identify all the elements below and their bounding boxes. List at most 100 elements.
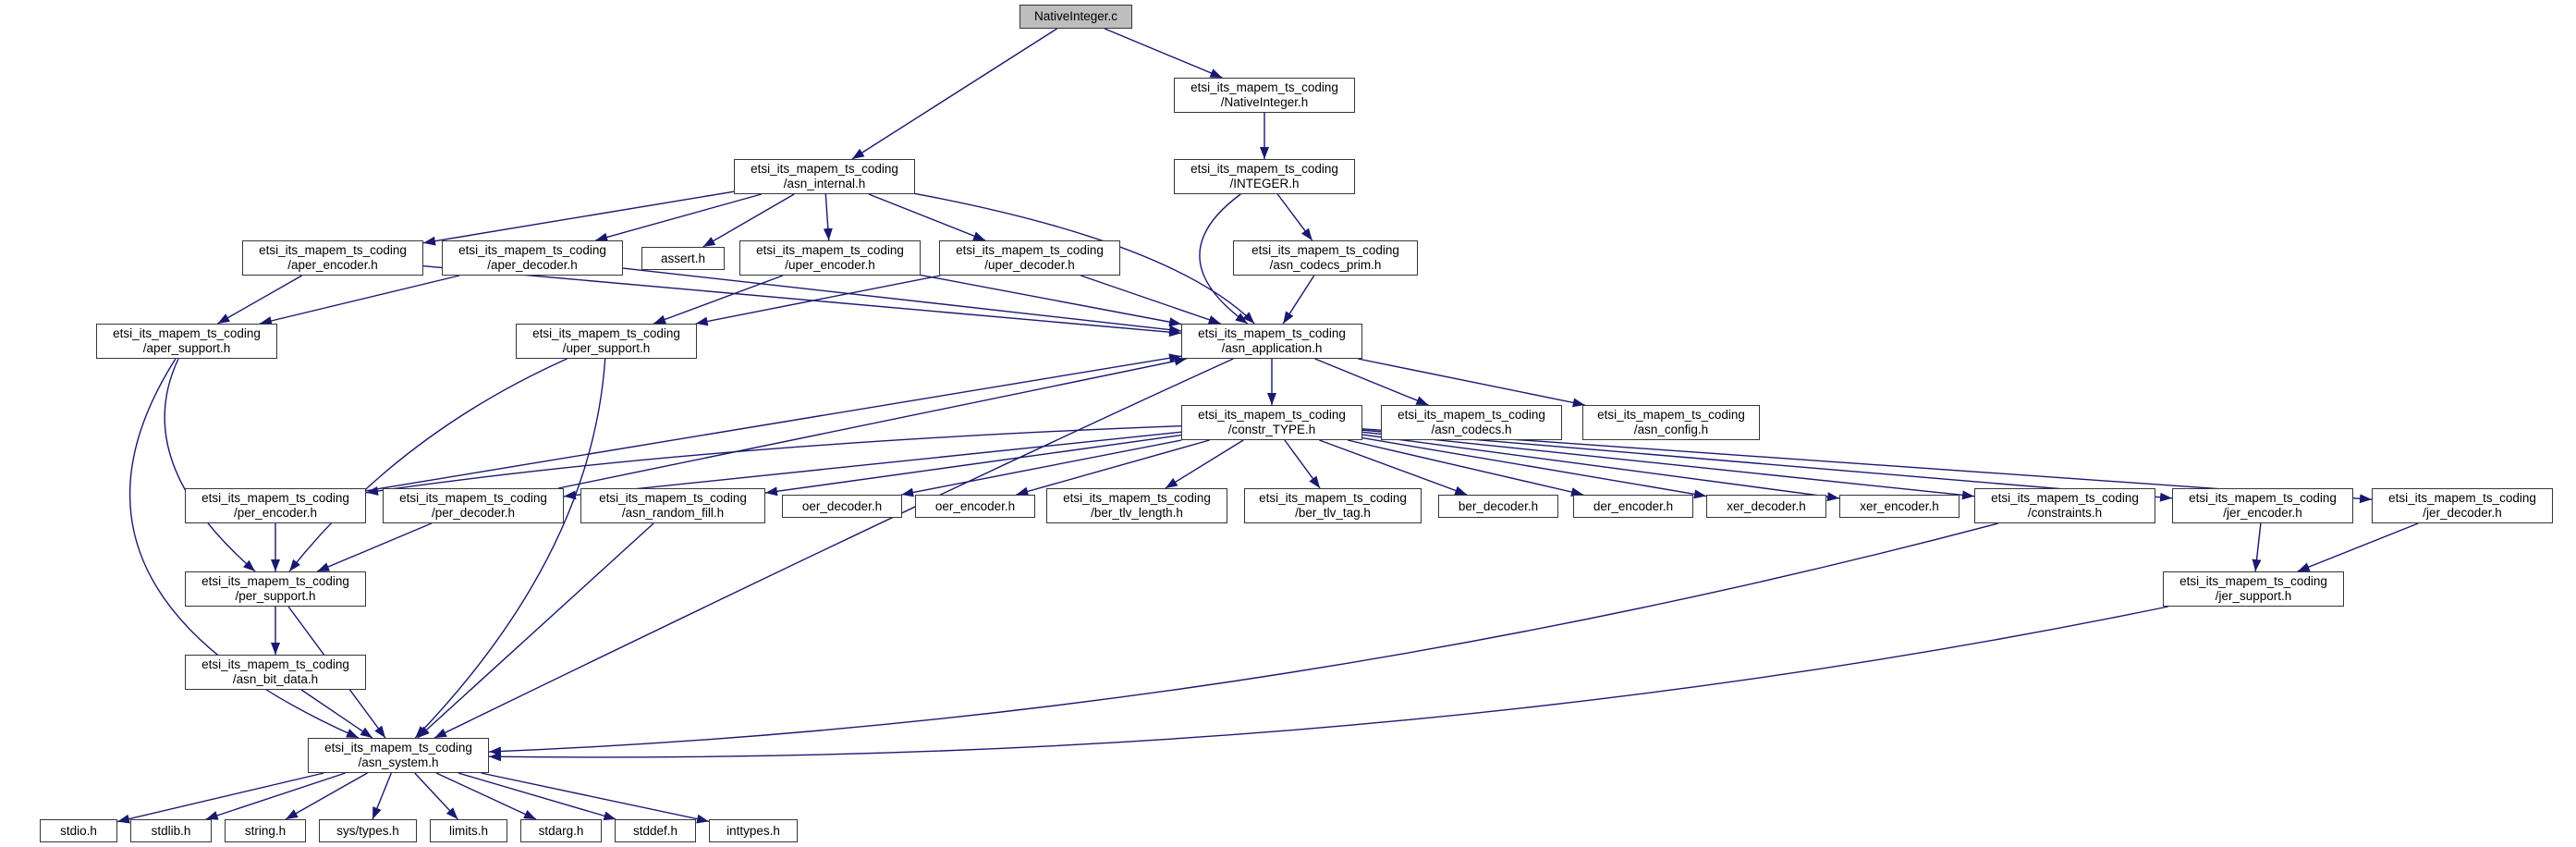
graph-node-label: /asn_random_fill.h bbox=[621, 506, 725, 520]
graph-node-label: /per_support.h bbox=[235, 589, 316, 603]
graph-node-label: inttypes.h bbox=[726, 823, 780, 838]
graph-node-inttypes[interactable]: inttypes.h bbox=[709, 819, 798, 842]
graph-node-xer-decoder[interactable]: xer_decoder.h bbox=[1706, 495, 1826, 518]
graph-node-label: /asn_system.h bbox=[358, 755, 439, 769]
graph-node-uper-encoder[interactable]: etsi_its_mapem_ts_coding/uper_encoder.h bbox=[739, 240, 921, 276]
graph-node-label: /asn_config.h bbox=[1633, 423, 1709, 436]
edge-asn-system-to-stdlib bbox=[205, 772, 346, 820]
graph-node-ber-tlv-length[interactable]: etsi_its_mapem_ts_coding/ber_tlv_length.… bbox=[1046, 488, 1227, 523]
graph-node-label: /uper_support.h bbox=[562, 341, 651, 355]
graph-node-asn-codecs[interactable]: etsi_its_mapem_ts_coding/asn_codecs.h bbox=[1381, 405, 1562, 440]
edge-root-to-asn-internal bbox=[851, 28, 1057, 160]
edge-aper-decoder-to-aper-support bbox=[259, 275, 460, 325]
graph-node-label: /aper_encoder.h bbox=[287, 258, 378, 272]
graph-node-label: /asn_codecs.h bbox=[1431, 423, 1512, 436]
graph-node-aper-support[interactable]: etsi_its_mapem_ts_coding/aper_support.h bbox=[96, 324, 277, 359]
edge-asn-codecs-prim-to-asn-application bbox=[1282, 275, 1315, 325]
edge-uper-encoder-to-asn-application bbox=[920, 274, 1182, 327]
graph-node-constraints[interactable]: etsi_its_mapem_ts_coding/constraints.h bbox=[1974, 488, 2155, 523]
graph-node-label: /aper_support.h bbox=[142, 341, 231, 355]
graph-node-aper-encoder[interactable]: etsi_its_mapem_ts_coding/aper_encoder.h bbox=[242, 240, 423, 276]
graph-node-label: /INTEGER.h bbox=[1229, 177, 1300, 190]
graph-node-label: etsi_its_mapem_ts_coding bbox=[2179, 574, 2327, 588]
graph-node-label: stdlib.h bbox=[151, 823, 191, 838]
graph-node-stdarg[interactable]: stdarg.h bbox=[520, 819, 602, 842]
graph-node-label: /constraints.h bbox=[2027, 506, 2103, 520]
edge-asn-random-fill-to-asn-system bbox=[417, 522, 654, 739]
graph-node-label: /asn_codecs_prim.h bbox=[1269, 258, 1382, 272]
edge-integer-h-to-asn-application bbox=[1199, 193, 1249, 325]
graph-node-jer-encoder[interactable]: etsi_its_mapem_ts_coding/jer_encoder.h bbox=[2172, 488, 2353, 523]
graph-node-asn-random-fill[interactable]: etsi_its_mapem_ts_coding/asn_random_fill… bbox=[580, 488, 765, 523]
graph-node-oer-decoder[interactable]: oer_decoder.h bbox=[782, 495, 902, 518]
edge-aper-encoder-to-asn-application bbox=[422, 264, 1182, 338]
edge-asn-application-to-asn-system bbox=[433, 358, 1234, 739]
graph-node-oer-encoder[interactable]: oer_encoder.h bbox=[915, 495, 1035, 518]
edge-constr-type-to-ber-tlv-tag bbox=[1284, 439, 1321, 489]
graph-node-der-encoder[interactable]: der_encoder.h bbox=[1573, 495, 1693, 518]
graph-node-label: assert.h bbox=[660, 251, 706, 265]
graph-node-stddef[interactable]: stddef.h bbox=[615, 819, 696, 842]
graph-node-jer-support[interactable]: etsi_its_mapem_ts_coding/jer_support.h bbox=[2163, 571, 2344, 607]
graph-node-label: /jer_encoder.h bbox=[2223, 506, 2302, 520]
graph-node-nativeinteger-h[interactable]: etsi_its_mapem_ts_coding/NativeInteger.h bbox=[1174, 78, 1355, 113]
graph-node-jer-decoder[interactable]: etsi_its_mapem_ts_coding/jer_decoder.h bbox=[2372, 488, 2553, 523]
graph-node-label: etsi_its_mapem_ts_coding bbox=[1063, 491, 1211, 505]
graph-node-asn-system[interactable]: etsi_its_mapem_ts_coding/asn_system.h bbox=[308, 738, 489, 773]
graph-node-ber-decoder[interactable]: ber_decoder.h bbox=[1438, 495, 1558, 518]
graph-node-label: limits.h bbox=[448, 823, 488, 838]
graph-node-label: etsi_its_mapem_ts_coding bbox=[1190, 80, 1338, 94]
edge-asn-internal-to-uper-encoder bbox=[823, 193, 833, 241]
graph-node-assert-h[interactable]: assert.h bbox=[641, 247, 725, 270]
graph-node-stdlib[interactable]: stdlib.h bbox=[130, 819, 212, 842]
graph-node-per-encoder[interactable]: etsi_its_mapem_ts_coding/per_encoder.h bbox=[185, 488, 366, 523]
graph-node-asn-codecs-prim[interactable]: etsi_its_mapem_ts_coding/asn_codecs_prim… bbox=[1233, 240, 1418, 276]
graph-node-label: /ber_tlv_length.h bbox=[1091, 506, 1183, 520]
graph-node-string-h[interactable]: string.h bbox=[225, 819, 306, 842]
graph-node-label: etsi_its_mapem_ts_coding bbox=[201, 574, 349, 588]
graph-node-label: der_encoder.h bbox=[1593, 498, 1674, 513]
graph-node-label: string.h bbox=[244, 823, 287, 838]
graph-node-label: /asn_bit_data.h bbox=[232, 672, 319, 686]
graph-node-asn-internal[interactable]: etsi_its_mapem_ts_coding/asn_internal.h bbox=[734, 159, 915, 194]
graph-node-label: /asn_internal.h bbox=[783, 177, 866, 190]
graph-node-label: etsi_its_mapem_ts_coding bbox=[1991, 491, 2139, 505]
graph-node-asn-bit-data[interactable]: etsi_its_mapem_ts_coding/asn_bit_data.h bbox=[185, 655, 366, 690]
graph-node-aper-decoder[interactable]: etsi_its_mapem_ts_coding/aper_decoder.h bbox=[442, 240, 623, 276]
graph-node-sys-types[interactable]: sys/types.h bbox=[319, 819, 417, 842]
graph-node-ber-tlv-tag[interactable]: etsi_its_mapem_ts_coding/ber_tlv_tag.h bbox=[1244, 488, 1422, 523]
graph-node-uper-decoder[interactable]: etsi_its_mapem_ts_coding/uper_decoder.h bbox=[939, 240, 1120, 276]
edge-uper-support-to-per-support bbox=[288, 358, 568, 572]
edge-asn-system-to-string-h bbox=[285, 772, 368, 820]
edge-uper-decoder-to-asn-application bbox=[1080, 275, 1221, 325]
graph-node-label: etsi_its_mapem_ts_coding bbox=[113, 326, 261, 340]
graph-node-limits-h[interactable]: limits.h bbox=[430, 819, 507, 842]
edge-constr-type-to-oer-encoder bbox=[1016, 439, 1210, 497]
graph-node-asn-config[interactable]: etsi_its_mapem_ts_coding/asn_config.h bbox=[1582, 405, 1760, 440]
graph-node-label: /ber_tlv_tag.h bbox=[1295, 506, 1371, 520]
graph-node-label: oer_encoder.h bbox=[934, 498, 1016, 513]
graph-node-label: /uper_encoder.h bbox=[785, 258, 875, 272]
graph-node-uper-support[interactable]: etsi_its_mapem_ts_coding/uper_support.h bbox=[516, 324, 697, 359]
graph-node-label: oer_decoder.h bbox=[801, 498, 883, 513]
graph-node-per-decoder[interactable]: etsi_its_mapem_ts_coding/per_decoder.h bbox=[383, 488, 564, 523]
graph-node-label: etsi_its_mapem_ts_coding bbox=[1198, 326, 1346, 340]
edge-constr-type-to-asn-random-fill bbox=[764, 434, 1182, 497]
graph-node-per-support[interactable]: etsi_its_mapem_ts_coding/per_support.h bbox=[185, 571, 366, 607]
graph-node-stdio[interactable]: stdio.h bbox=[40, 819, 117, 842]
graph-node-label: etsi_its_mapem_ts_coding bbox=[956, 243, 1104, 257]
graph-node-asn-application[interactable]: etsi_its_mapem_ts_coding/asn_application… bbox=[1181, 324, 1362, 359]
edge-asn-application-to-asn-config bbox=[1358, 358, 1585, 408]
graph-node-integer-h[interactable]: etsi_its_mapem_ts_coding/INTEGER.h bbox=[1174, 159, 1355, 194]
graph-node-label: stdio.h bbox=[60, 823, 97, 838]
edge-asn-application-to-asn-codecs bbox=[1314, 358, 1429, 406]
graph-node-xer-encoder[interactable]: xer_encoder.h bbox=[1839, 495, 1959, 518]
graph-node-label: etsi_its_mapem_ts_coding bbox=[1597, 408, 1745, 422]
graph-node-label: /constr_TYPE.h bbox=[1227, 423, 1316, 436]
edge-asn-internal-to-assert-h bbox=[702, 193, 795, 248]
edge-jer-decoder-to-jer-support bbox=[2297, 522, 2419, 572]
edge-uper-support-to-asn-system bbox=[414, 358, 606, 739]
edge-asn-system-to-stdio bbox=[116, 772, 324, 824]
graph-node-constr-type[interactable]: etsi_its_mapem_ts_coding/constr_TYPE.h bbox=[1181, 405, 1362, 440]
